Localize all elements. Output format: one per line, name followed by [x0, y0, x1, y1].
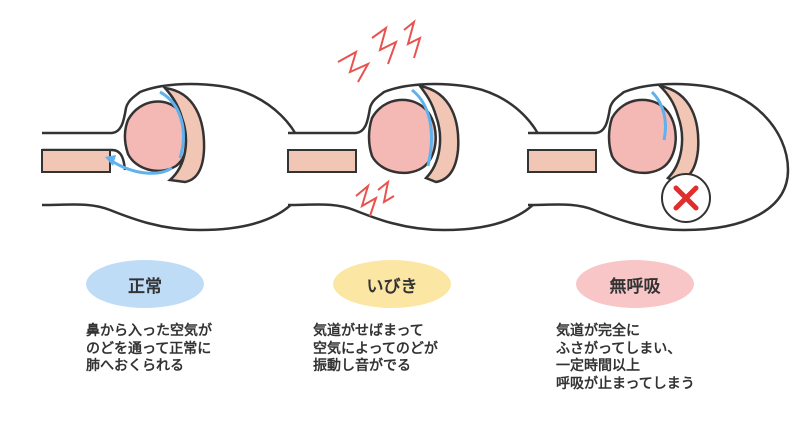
apnea-badge: 無呼吸	[576, 260, 694, 308]
normal-description-line: のどを通って正常に	[86, 340, 212, 357]
snoring-head	[287, 19, 550, 232]
airflow-arrow-icon	[159, 90, 185, 159]
normal-description: 鼻から入った空気が のどを通って正常に 肺へおくられる	[86, 323, 212, 376]
snoring-description-line: 空気によってのどが	[313, 340, 438, 357]
snoring-description-line: 振動し音がでる	[313, 358, 411, 374]
apnea-description-line: 一定時間以上	[556, 358, 640, 374]
snoring-description: 気道がせばまって 空気によってのどが 振動し音がでる	[313, 323, 438, 376]
apnea-airway-illustration	[527, 82, 790, 232]
normal-badge: 正常	[86, 260, 204, 308]
vibration-icon	[337, 49, 371, 83]
apnea-head	[527, 82, 790, 232]
snoring-airway-illustration	[287, 19, 550, 232]
normal-head	[41, 82, 308, 232]
normal-airway-illustration	[41, 82, 308, 232]
apnea-description-line: ふさがってしまい、	[556, 340, 682, 357]
normal-description-line: 鼻から入った空気が	[86, 323, 212, 339]
normal-description-line: 肺へおくられる	[86, 358, 184, 374]
blocked-x-icon	[673, 185, 699, 211]
apnea-description: 気道が完全に ふさがってしまい、 一定時間以上 呼吸が止まってしまう	[556, 323, 695, 393]
apnea-description-line: 気道が完全に	[556, 323, 640, 339]
snoring-description-line: 気道がせばまって	[313, 323, 424, 339]
apnea-description-line: 呼吸が止まってしまう	[556, 375, 695, 392]
snoring-badge: いびき	[333, 260, 451, 308]
